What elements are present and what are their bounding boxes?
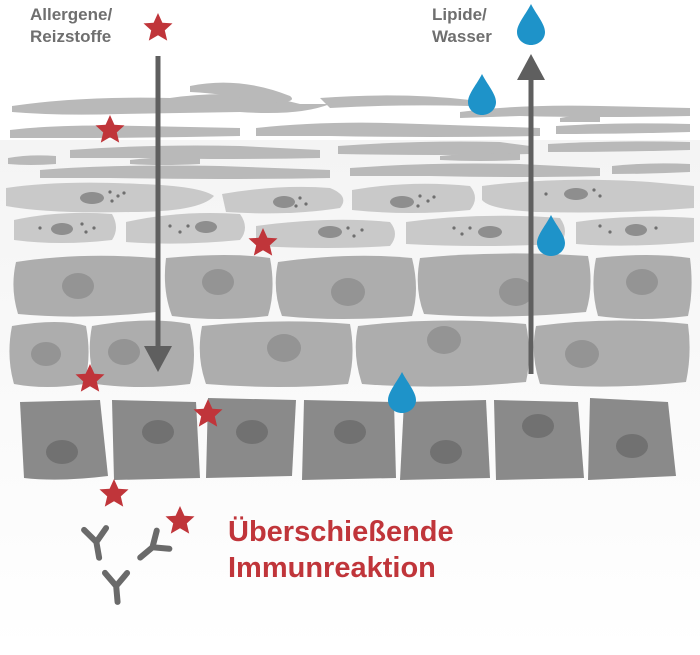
antibody-icon	[137, 527, 173, 561]
immune-reaction-line1: Überschießende	[228, 516, 454, 548]
allergen-stars	[75, 13, 278, 534]
immune-reaction-label: Überschießende Immunreaktion	[228, 514, 454, 586]
star-icon	[248, 228, 278, 256]
lipids-label-line2: Wasser	[432, 27, 492, 46]
antibody-icon	[101, 569, 131, 605]
stratum-spinosum	[9, 253, 692, 387]
star-icon	[193, 399, 223, 427]
star-icon	[75, 364, 105, 392]
water-arrow-up	[517, 54, 545, 374]
stratum-corneum	[8, 82, 690, 179]
allergens-label-line2: Reizstoffe	[30, 27, 112, 46]
stratum-basale	[20, 398, 676, 480]
water-drop-icon	[388, 372, 416, 413]
star-icon	[165, 506, 195, 534]
water-drop-icon	[468, 74, 496, 115]
lipids-label: Lipide/ Wasser	[432, 4, 492, 48]
immune-reaction-line2: Immunreaktion	[228, 552, 436, 584]
water-drop-icon	[517, 4, 545, 45]
stratum-granulosum	[6, 179, 694, 248]
allergens-label: Allergene/ Reizstoffe	[30, 4, 112, 48]
antibody-icon	[81, 525, 110, 561]
allergens-label-line1: Allergene/	[30, 5, 113, 24]
antibodies	[81, 525, 173, 605]
allergen-arrow-down	[144, 56, 172, 372]
lipids-label-line1: Lipide/	[432, 5, 487, 24]
star-icon	[95, 115, 125, 143]
star-icon	[143, 13, 173, 41]
water-drop-icon	[537, 215, 565, 256]
water-drops	[388, 4, 565, 413]
star-icon	[99, 479, 129, 507]
